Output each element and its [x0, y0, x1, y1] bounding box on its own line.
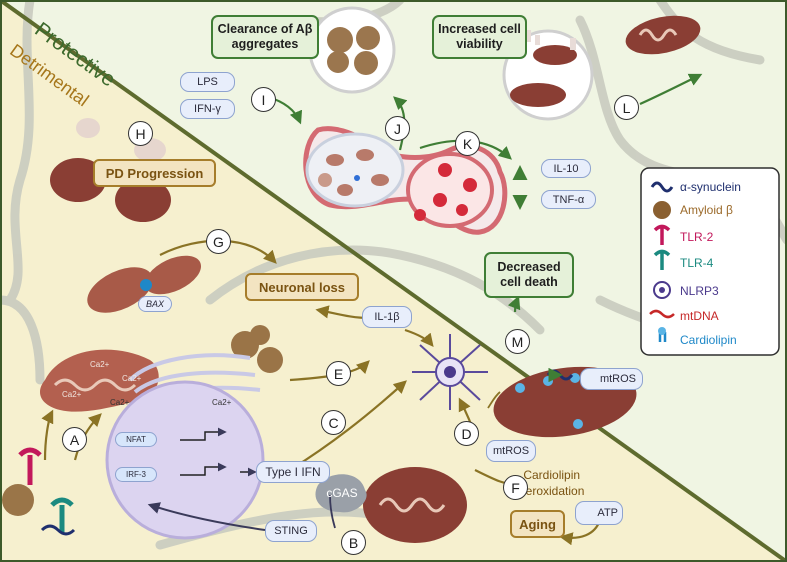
cgas-label: cGAS — [326, 486, 358, 500]
pd-progression-box: PD Progression — [93, 159, 216, 187]
il1b-pill: IL-1β — [362, 306, 412, 328]
step-k: K — [455, 131, 480, 156]
damaged-mitochondria-icon — [50, 118, 171, 222]
legend-amyloid: Amyloid β — [680, 203, 733, 217]
sting-pill: STING — [265, 520, 317, 542]
legend-tlr4: TLR-4 — [680, 256, 714, 270]
step-m: M — [505, 329, 530, 354]
legend-box — [640, 167, 780, 356]
synuclein-icon — [40, 524, 76, 536]
step-l: L — [614, 95, 639, 120]
calcium-mitochondrion-icon — [40, 349, 159, 412]
dividing-cell-icon — [303, 126, 508, 235]
mitochondrion-icon — [625, 15, 701, 55]
ca-label: Ca2+ — [212, 398, 232, 407]
tnf-alpha-pill: TNF-α — [541, 190, 596, 209]
ca-label: Ca2+ — [90, 360, 110, 369]
atp-pill: ATP — [575, 501, 623, 525]
bax-pill: BAX — [138, 296, 172, 312]
amyloid-aggregates-icon — [2, 325, 283, 516]
mtros-pill-top: mtROS — [580, 368, 643, 390]
legend-nlrp3: NLRP3 — [680, 284, 719, 298]
step-a: A — [62, 427, 87, 452]
clearance-vesicle-icon — [308, 6, 396, 94]
viability-box: Increased cell viability — [432, 15, 527, 59]
damaged-mitochondrion-icon — [363, 467, 467, 543]
nucleus-icon — [105, 380, 265, 540]
bax-mitochondria-icon — [87, 255, 202, 313]
nlrp3-inflammasome-icon — [412, 334, 488, 410]
legend-mtdna: mtDNA — [680, 309, 719, 323]
cgas-protein-icon — [315, 474, 367, 513]
step-g: G — [206, 229, 231, 254]
ca-label: Ca2+ — [122, 374, 142, 383]
tlr4-receptor-icon — [50, 497, 74, 533]
step-j: J — [385, 116, 410, 141]
tlr2-receptor-icon — [18, 447, 42, 485]
irf3-pill: IRF-3 — [115, 467, 157, 482]
type1-ifn-pill: Type I IFN — [256, 461, 330, 483]
legend-icons — [649, 181, 675, 342]
neuronal-loss-box: Neuronal loss — [245, 273, 359, 301]
cardiolipin-peroxidation-label: Cardiolipin peroxidation — [519, 468, 585, 498]
aging-box: Aging — [510, 510, 565, 538]
ca-label: Ca2+ — [110, 398, 130, 407]
ifn-gamma-pill: IFN-γ — [180, 99, 235, 119]
step-d: D — [454, 421, 479, 446]
mtros-pill-bottom: mtROS — [486, 440, 536, 462]
step-i: I — [251, 87, 276, 112]
clearance-box: Clearance of Aβ aggregates — [211, 15, 319, 59]
lps-pill: LPS — [180, 72, 235, 92]
step-f: F — [503, 475, 528, 500]
legend-synuclein: α-synuclein — [680, 180, 741, 194]
step-c: C — [321, 410, 346, 435]
decreased-death-box: Decreased cell death — [484, 252, 574, 298]
ca-label: Ca2+ — [62, 390, 82, 399]
step-h: H — [128, 121, 153, 146]
step-b: B — [341, 530, 366, 555]
il10-pill: IL-10 — [541, 159, 591, 178]
step-e: E — [326, 361, 351, 386]
legend-cardiolipin: Cardiolipin — [680, 333, 737, 347]
legend-tlr2: TLR-2 — [680, 230, 714, 244]
nfat-pill: NFAT — [115, 432, 157, 447]
